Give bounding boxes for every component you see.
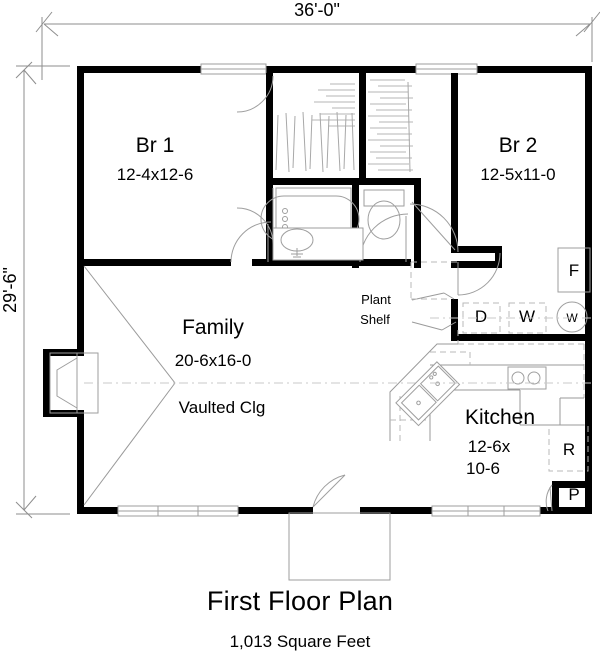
- appliance-label-f: F: [569, 261, 579, 280]
- interior-walls: [77, 73, 592, 514]
- room-label-family: Family 20-6x16-0 Vaulted Clg: [175, 316, 266, 417]
- closet-br2: [368, 79, 413, 173]
- annotation-plant-shelf: Plant Shelf: [360, 292, 391, 327]
- plant-shelf-line1: Plant: [361, 292, 391, 307]
- room-label-kitchen: Kitchen 12-6x 10-6: [465, 406, 535, 478]
- hall-soffit-dashed: [410, 261, 458, 300]
- family-dims: 20-6x16-0: [175, 351, 252, 370]
- plant-shelf-line2: Shelf: [360, 312, 390, 327]
- kitchen-dims-line1: 12-6x: [468, 437, 511, 456]
- appliance-label-w-heater: W: [566, 311, 578, 325]
- plant-shelf-leader: [411, 292, 457, 331]
- appliance-label-r: R: [563, 440, 575, 459]
- overall-width-label: 36'-0": [294, 0, 340, 20]
- overall-width-dimension: 36'-0": [35, 0, 600, 80]
- overall-depth-dimension: 29'-6": [0, 61, 70, 519]
- exterior-walls: [43, 66, 592, 514]
- closet-br1: [275, 83, 355, 173]
- br1-name: Br 1: [136, 134, 175, 157]
- kitchen-counters: [389, 317, 592, 441]
- vaulted-ceiling-lines: [83, 265, 430, 506]
- bathroom-vanity-sink: [272, 227, 364, 261]
- br1-dims: 12-4x12-6: [117, 165, 194, 184]
- kitchen-dims-line2: 10-6: [466, 459, 500, 478]
- windows: [117, 63, 541, 517]
- appliance-label-p: P: [568, 485, 579, 504]
- family-note: Vaulted Clg: [179, 398, 266, 417]
- toilet: [363, 189, 405, 240]
- appliance-label-d: D: [475, 307, 487, 326]
- appliance-water-heater: W: [556, 301, 588, 333]
- appliance-furnace: F: [557, 247, 591, 293]
- br2-dims: 12-5x11-0: [480, 165, 555, 184]
- kitchen-name: Kitchen: [465, 406, 535, 429]
- appliance-refrigerator: R: [548, 424, 589, 472]
- appliance-label-w-washer: W: [519, 307, 535, 326]
- br2-name: Br 2: [499, 134, 538, 157]
- family-name: Family: [182, 316, 244, 339]
- overall-depth-label: 29'-6": [0, 267, 20, 313]
- room-label-br2: Br 2 12-5x11-0: [480, 134, 555, 184]
- pantry: P: [568, 485, 579, 504]
- entry-stoop: [288, 512, 391, 581]
- room-label-br1: Br 1 12-4x12-6: [117, 134, 194, 184]
